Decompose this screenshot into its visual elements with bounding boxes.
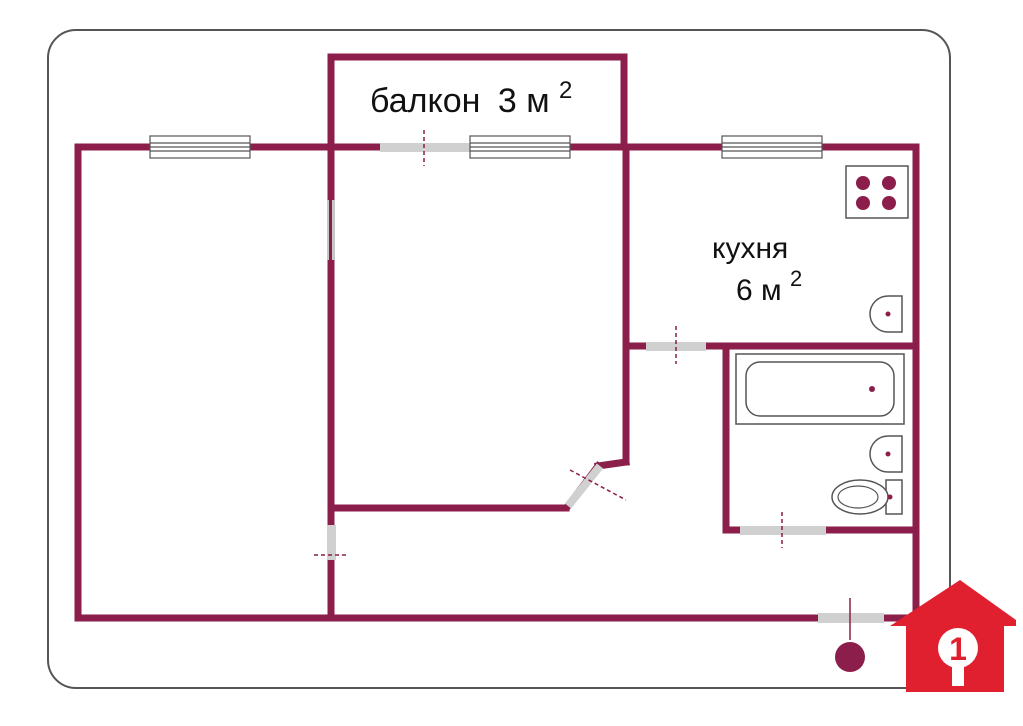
entrance-marker-icon [835, 642, 865, 672]
toilet-icon [831, 479, 903, 515]
house-key-icon: 1 [890, 580, 1016, 692]
kitchen-name: кухня [712, 232, 788, 265]
kitchen-area: 6 м [736, 274, 782, 307]
balcony-label: балкон 3 м 2 [370, 77, 572, 120]
bathroom-sink-icon [869, 435, 903, 473]
balcony-area-sup: 2 [559, 77, 572, 104]
balcony-name: балкон [370, 82, 480, 120]
kitchen-area-sup: 2 [790, 266, 802, 291]
door-openings [314, 130, 884, 640]
kitchen-label: кухня 6 м 2 [712, 232, 802, 307]
logo-number: 1 [949, 631, 967, 667]
balcony-area: 3 м [498, 82, 550, 120]
plan-frame [47, 29, 951, 689]
stove-icon [845, 165, 909, 219]
svg-text:6 м 2: 6 м 2 [736, 266, 802, 307]
bathtub-icon [735, 353, 905, 425]
svg-text:балкон 3 м 2: балкон 3 м 2 [370, 77, 572, 120]
windows [149, 135, 823, 159]
kitchen-sink-icon [869, 295, 903, 333]
